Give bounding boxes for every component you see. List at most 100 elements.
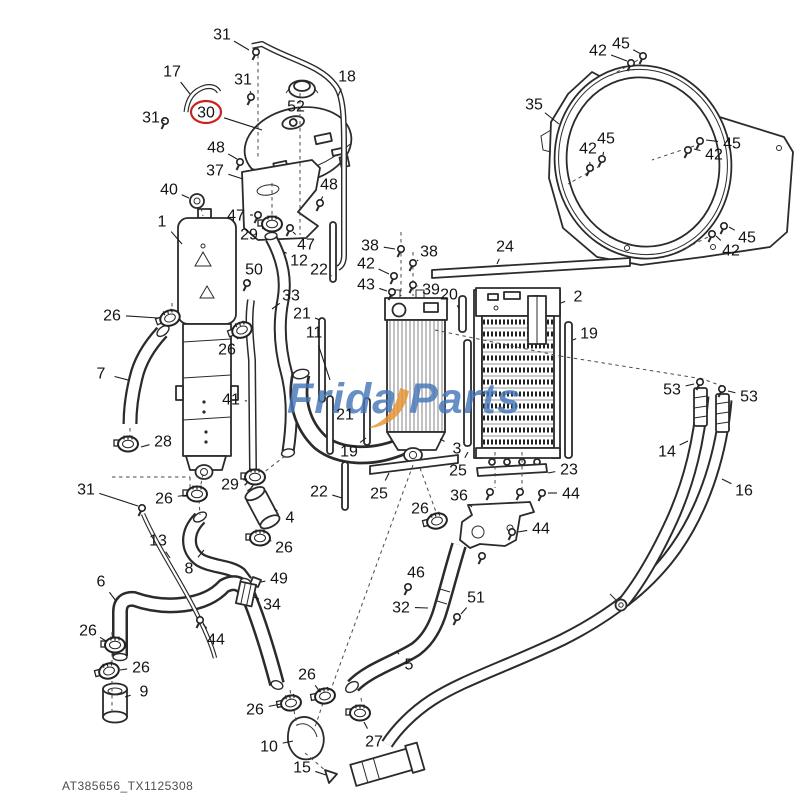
part-label-14: 14 [658,444,676,461]
seal-19a [363,397,371,446]
part-label-48: 48 [207,140,225,157]
label-leader-line [544,112,560,125]
label-leader-line [247,279,250,282]
bolt-icon [253,211,263,224]
label-leader-line [261,227,265,230]
part-label-19: 19 [580,326,598,343]
seal-21b [326,395,334,455]
seal-strips [318,221,631,511]
label-leader-line [243,478,248,481]
part-label-8: 8 [185,561,194,578]
label-leader-line [679,440,689,446]
bolt-icon [485,487,494,501]
label-leader-line [439,438,445,442]
part-label-26: 26 [275,540,293,557]
label-leader-line [282,740,294,744]
label-leader-line [633,49,642,55]
part-label-41: 41 [222,392,240,409]
label-leader-line [715,235,722,241]
bolt-icon [315,199,324,212]
label-leader-line [223,117,263,131]
bolt-icon [683,146,692,159]
part-label-23: 23 [560,462,578,479]
part-label-53: 53 [663,382,681,399]
label-leader-line [268,703,282,707]
seal-25b [463,339,472,447]
part-label-26: 26 [246,702,264,719]
watermark-text-left: Frida [287,375,397,423]
label-leader-line [233,40,250,51]
drawing-code: AT385656_TX1125308 [62,779,193,793]
hose-clamp-icon [421,511,448,530]
label-leader-line [320,196,324,201]
label-leader-line [249,90,252,94]
label-leader-line [99,492,139,507]
part-label-32: 32 [392,600,410,617]
hose-clamp-icon [257,215,283,233]
bolt-icon [717,384,726,398]
hose-fitting-14-bottom [609,593,628,612]
bolt-icon [137,503,147,517]
watermark: Frida Parts [287,375,521,428]
part-label-21: 21 [336,407,354,424]
reservoir-cap [285,79,319,99]
label-leader-line [180,81,191,95]
part-label-49: 49 [270,571,288,588]
hose-clamp-icon [240,468,266,486]
part-label-48: 48 [320,177,338,194]
hose-fitting-14-top [693,387,708,427]
bolt-icon [695,137,704,150]
part-label-42: 42 [579,141,597,158]
label-leader-line [727,390,736,394]
label-leader-line [119,668,128,671]
part-label-40: 40 [160,182,178,199]
bolt-icon [246,93,256,106]
hose-32-band [436,588,451,605]
part-label-29: 29 [221,477,239,494]
label-leader-line [315,770,327,776]
part-label-38: 38 [420,244,438,261]
part-label-29: 29 [240,227,258,244]
seal-22b [341,461,349,511]
part-label-18: 18 [338,69,356,86]
part-label-26: 26 [411,501,429,518]
cap-9 [102,682,128,724]
part-label-16: 16 [735,483,753,500]
part-label-26: 26 [79,623,97,640]
label-leader-line [283,251,287,254]
part-label-45: 45 [723,136,741,153]
label-leader-line [332,494,343,499]
bolt-icon [597,155,606,168]
part-label-31: 31 [142,110,160,127]
seal-25a [369,454,459,475]
label-leader-line [292,231,297,235]
part-label-42: 42 [357,256,375,273]
hose-fitting-16-top [715,393,730,433]
hose-fitting-16-bottom [349,741,426,787]
part-label-42: 42 [589,43,607,60]
hose-clamp-icon [113,435,139,453]
hose-clamp-icon [245,529,271,547]
label-leader-line [379,287,388,292]
seal-24 [431,257,631,279]
label-leader-line [99,636,107,642]
seal-19b [564,321,573,459]
hose-clamp-icon [93,661,120,680]
label-leader-line [273,508,278,512]
label-leader-line [227,153,238,160]
part-label-45: 45 [597,131,615,148]
bolt-icon [285,224,294,237]
label-leader-line [363,721,368,729]
bolt-icon [638,51,647,65]
label-leader-line [197,549,205,558]
fan-shroud [540,64,794,266]
rod-20 [458,295,467,333]
assembly-dashed-lines [111,48,723,772]
part-label-26: 26 [132,660,150,677]
bolt-icon [477,551,486,565]
label-leader-line [165,551,171,559]
label-leader-line [337,88,342,97]
label-leader-line [317,345,331,381]
